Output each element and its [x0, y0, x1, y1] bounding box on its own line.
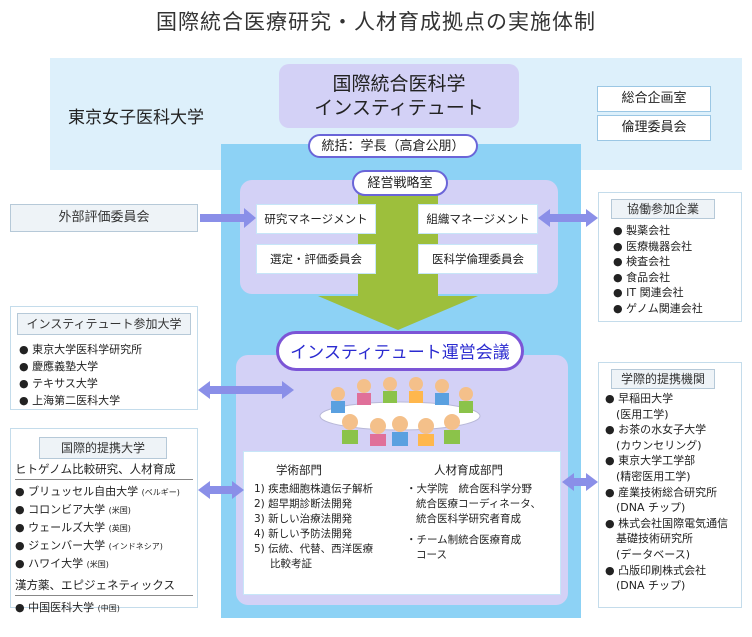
assembly-title: インスティテュート運営会議 — [276, 331, 524, 371]
section-divider — [15, 479, 193, 480]
institution-line: ● 凸版印刷株式会社 — [605, 563, 707, 577]
international-university: ● ハワイ大学 (米国) — [15, 557, 109, 570]
institute-box: 国際統合医科学 インスティテュート — [279, 64, 519, 128]
institute-line2: インスティテュート — [314, 97, 484, 119]
section-heading-genome: ヒトゲノム比較研究、人材育成 — [15, 462, 176, 476]
institutions-title: 学際的提携機関 — [611, 369, 715, 389]
participating-universities-title: インスティテュート参加大学 — [17, 313, 191, 335]
academic-division-list: 1) 疾患細胞株遺伝子解析 2) 超早期診断法開発 3) 新しい治療法開発 4)… — [254, 482, 373, 572]
external-to-management-arrow — [200, 208, 256, 228]
institution-line: ● 株式会社国際電気通信 — [605, 516, 729, 530]
meeting-illustration — [319, 377, 481, 446]
international-universities-panel: 国際的提携大学 ヒトゲノム比較研究、人材育成 ● ブリュッセル自由大学 (ベルギ… — [10, 428, 198, 614]
ethics-committee: 倫理委員会 — [597, 115, 711, 141]
president-pill: 統括：学長（高倉公朋） — [308, 134, 478, 158]
institution-line: ● 早稲田大学 — [605, 392, 674, 405]
training-item: ・チーム制統合医療育成 — [406, 534, 522, 546]
assembly-institutions-double-arrow — [562, 473, 598, 491]
strategy-office: 経営戦略室 — [352, 170, 448, 196]
institute-line1: 国際統合医科学 — [332, 73, 466, 95]
academic-item: 5) 伝統、代替、西洋医療 — [254, 543, 374, 555]
institutions-panel: 学際的提携機関 ● 早稲田大学 (医用工学) ● お茶の水女子大学 (カウンセリ… — [598, 362, 742, 608]
companies-title: 協働参加企業 — [611, 199, 715, 219]
participating-university: ● テキサス大学 — [19, 377, 98, 390]
participating-universities-list: ● 東京大学医科学研究所 ● 慶應義塾大学 ● テキサス大学 ● 上海第二医科大… — [19, 341, 142, 409]
training-item: 統合医療コーディネータ、 — [416, 498, 541, 510]
academic-item: 2) 超早期診断法開発 — [254, 498, 353, 510]
academic-item: 1) 疾患細胞株遺伝子解析 — [254, 483, 374, 495]
institutions-list: ● 早稲田大学 (医用工学) ● お茶の水女子大学 (カウンセリング) ● 東京… — [605, 391, 728, 594]
company-type: ● IT 関連会社 — [613, 286, 684, 300]
training-item: コース — [416, 549, 447, 561]
training-division-title: 人材育成部門 — [434, 463, 503, 477]
institution-line: (医用工学) — [605, 407, 669, 421]
participating-universities-panel: インスティテュート参加大学 ● 東京大学医科学研究所 ● 慶應義塾大学 ● テキ… — [10, 306, 198, 410]
company-type: ● ゲノム関連会社 — [613, 301, 703, 315]
institution-line: ● 東京大学工学部 — [605, 454, 696, 468]
external-evaluation-committee: 外部評価委員会 — [10, 204, 198, 232]
international-university: ● ウェールズ大学 (英国) — [15, 521, 131, 534]
training-item: 統合医科学研究者育成 — [416, 513, 521, 525]
planning-office: 総合企画室 — [597, 86, 711, 112]
institution-line: ● お茶の水女子大学 — [605, 423, 707, 437]
training-division-list: ・大学院 統合医科学分野 統合医療コーディネータ、 統合医科学研究者育成 ・チー… — [406, 482, 541, 563]
research-management: 研究マネージメント — [256, 204, 376, 234]
medical-ethics-committee: 医科学倫理委員会 — [418, 244, 538, 274]
institution-line: (DNA チップ) — [605, 579, 686, 593]
international-universities-title: 国際的提携大学 — [39, 437, 167, 459]
selection-evaluation-committee: 選定・評価委員会 — [256, 244, 376, 274]
company-type: ● 製薬会社 — [613, 224, 671, 237]
participating-assembly-double-arrow — [198, 381, 294, 399]
institution-line: ● 産業技術総合研究所 — [605, 485, 718, 499]
company-type: ● 食品会社 — [613, 270, 671, 284]
section-divider — [15, 595, 193, 596]
companies-panel: 協働参加企業 ● 製薬会社 ● 医療機器会社 ● 検査会社 ● 食品会社 ● I… — [598, 192, 742, 322]
section-heading-kampo: 漢方薬、エピジェネティックス — [15, 578, 175, 592]
institution-line: (DNA チップ) — [605, 501, 686, 515]
academic-item: 比較考証 — [270, 558, 312, 570]
organization-management: 組織マネージメント — [418, 204, 538, 234]
divisions-box: 学術部門 1) 疾患細胞株遺伝子解析 2) 超早期診断法開発 3) 新しい治療法… — [243, 451, 561, 595]
institution-line: (精密医用工学) — [605, 469, 691, 483]
company-type: ● 検査会社 — [613, 255, 671, 269]
company-type: ● 医療機器会社 — [613, 239, 693, 253]
back-row-people — [331, 377, 473, 413]
academic-item: 3) 新しい治療法開発 — [254, 513, 353, 525]
international-university: ● ブリュッセル自由大学 (ベルギー) — [15, 485, 180, 498]
institution-line: 基礎技術研究所 — [605, 532, 693, 546]
international-university: ● ジェンバー大学 (インドネシア) — [15, 539, 163, 552]
university-name: 東京女子医科大学 — [68, 108, 204, 128]
institution-line: (データベース) — [605, 547, 691, 561]
academic-item: 4) 新しい予防法開発 — [254, 528, 353, 540]
academic-division-title: 学術部門 — [276, 463, 322, 477]
institution-line: (カウンセリング) — [605, 438, 702, 452]
training-item: ・大学院 統合医科学分野 — [406, 483, 532, 495]
management-companies-double-arrow — [538, 209, 598, 227]
diagram-title: 国際統合医療研究・人材育成拠点の実施体制 — [156, 10, 596, 34]
international-university: ● コロンビア大学 (米国) — [15, 503, 131, 516]
participating-university: ● 東京大学医科学研究所 — [19, 343, 143, 356]
front-row-people — [342, 414, 460, 446]
participating-university: ● 上海第二医科大学 — [19, 394, 121, 407]
companies-list: ● 製薬会社 ● 医療機器会社 ● 検査会社 ● 食品会社 ● IT 関連会社 … — [613, 223, 703, 317]
participating-university: ● 慶應義塾大学 — [19, 360, 99, 373]
international-universities-list: ヒトゲノム比較研究、人材育成 ● ブリュッセル自由大学 (ベルギー) ● コロン… — [15, 461, 193, 617]
international-university: ● 中国医科大学 (中国) — [15, 601, 120, 614]
international-assembly-double-arrow — [198, 481, 244, 499]
